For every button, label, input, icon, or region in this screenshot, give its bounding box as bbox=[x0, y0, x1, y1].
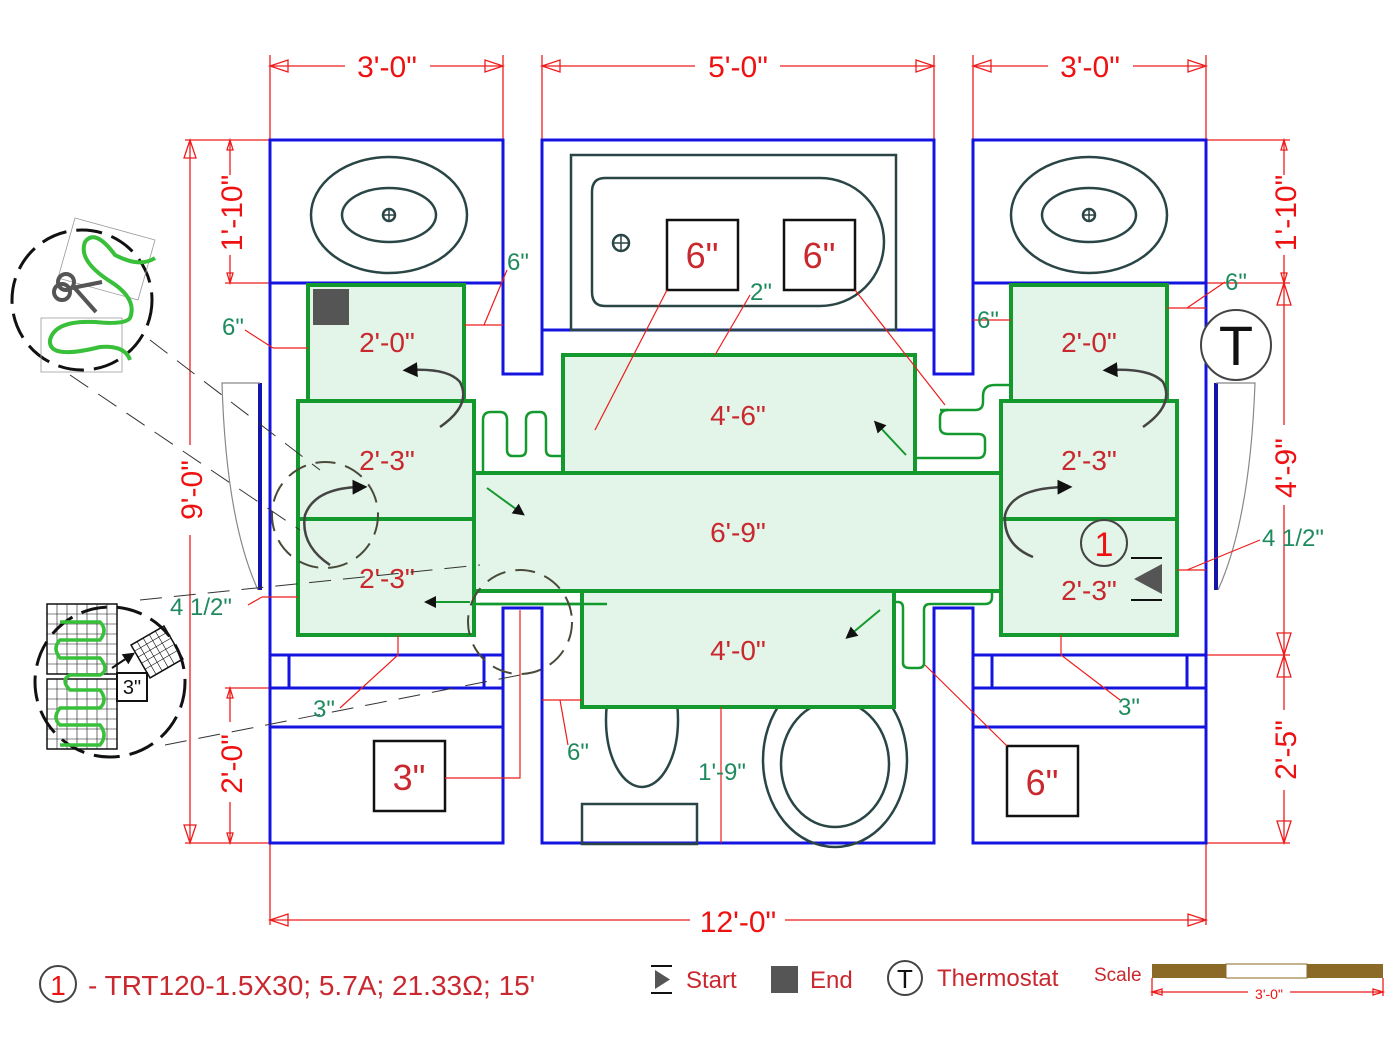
legend-circuit-number: 1 bbox=[50, 970, 66, 1001]
mat-left-bot bbox=[296, 517, 476, 637]
right-dimensions: 1'-10" 4'-9" 2'-5" bbox=[1206, 137, 1303, 846]
dim-top-right: 3'-0" bbox=[1060, 51, 1120, 84]
mat-label: 4'-6" bbox=[710, 400, 766, 431]
bottom-dimension: 12'-0" bbox=[267, 843, 1209, 939]
detail-turn-label: 3" bbox=[123, 677, 141, 699]
mat-label: 4'-0" bbox=[710, 635, 766, 666]
dim-top-left: 3'-0" bbox=[357, 51, 417, 84]
legend-start-label: Start bbox=[686, 967, 737, 994]
legend-scale-label: Scale bbox=[1094, 965, 1142, 986]
gap-label: 6" bbox=[1225, 269, 1247, 296]
legend-thermostat-icon bbox=[887, 960, 923, 996]
scissors-icon bbox=[52, 272, 103, 314]
mat-label: 2'-0" bbox=[1061, 327, 1117, 358]
dim-right-middle: 4'-9" bbox=[1270, 438, 1303, 498]
flow-arrows bbox=[303, 362, 1168, 639]
legend-start-icon bbox=[651, 965, 672, 994]
thermostat-symbol: T bbox=[1219, 314, 1253, 377]
callout-tub-left: 6" bbox=[686, 235, 719, 276]
fixtures bbox=[309, 153, 1169, 849]
gap-label: 4 1/2" bbox=[1262, 525, 1324, 552]
detail-leader-lines bbox=[69, 339, 521, 746]
clearance-labels: 6" 6" 2" 6" 6" 4 1/2" 4 1/2" 3" 3" 6" 1'… bbox=[170, 249, 1324, 843]
dim-left-total: 9'-0" bbox=[176, 460, 209, 520]
callout-left-vanity: 3" bbox=[393, 757, 426, 798]
mat-center-top bbox=[561, 353, 917, 475]
thermostat-icon bbox=[1200, 309, 1272, 381]
dim-right-upper: 1'-10" bbox=[1270, 175, 1303, 251]
mat-label: 6'-9" bbox=[710, 517, 766, 548]
mat-label: 2'-3" bbox=[1061, 445, 1117, 476]
detail-ref-circle bbox=[467, 569, 573, 675]
dim-right-lower: 2'-5" bbox=[1270, 720, 1303, 780]
mat-right-mid bbox=[999, 399, 1179, 521]
mat-label: 2'-0" bbox=[359, 327, 415, 358]
legend: 1 - TRT120-1.5X30; 5.7A; 21.33Ω; 15' Sta… bbox=[39, 960, 1386, 1003]
callout-right-vanity: 6" bbox=[1026, 762, 1059, 803]
gap-label: 2" bbox=[750, 279, 772, 306]
legend-end-label: End bbox=[810, 967, 853, 994]
detail-cut-and-turn bbox=[10, 217, 157, 373]
gap-label: 4 1/2" bbox=[170, 594, 232, 621]
cut-callouts: 6" 6" 3" 6" bbox=[372, 218, 1080, 818]
legend-thermostat-label: Thermostat bbox=[937, 965, 1059, 992]
mat-label: 2'-3" bbox=[359, 563, 415, 594]
bathtub bbox=[569, 153, 898, 332]
legend-circuit-tag bbox=[39, 965, 77, 1003]
top-dimensions: 3'-0" 5'-0" 3'-0" bbox=[267, 50, 1209, 140]
gap-label: 3" bbox=[313, 696, 335, 723]
scale-bar: 3'-0" bbox=[1149, 963, 1386, 1002]
gap-label: 1'-9" bbox=[698, 759, 746, 786]
mat-center-bot bbox=[580, 589, 896, 709]
dim-left-upper: 1'-10" bbox=[216, 175, 249, 251]
sink-left bbox=[309, 155, 469, 275]
gap-label: 6" bbox=[567, 739, 589, 766]
dim-left-lower: 2'-0" bbox=[216, 734, 249, 794]
heating-mats bbox=[296, 283, 1179, 709]
legend-circuit-spec: - TRT120-1.5X30; 5.7A; 21.33Ω; 15' bbox=[88, 970, 535, 1001]
mat-right-top bbox=[1009, 283, 1169, 403]
circuit-tag bbox=[1080, 519, 1128, 567]
detail-mat-turn: 3" bbox=[33, 603, 187, 759]
scale-length: 3'-0" bbox=[1255, 986, 1283, 1002]
dim-bottom-total: 12'-0" bbox=[700, 906, 776, 939]
circuit-tag-number: 1 bbox=[1095, 526, 1114, 564]
gap-label: 6" bbox=[977, 307, 999, 334]
sink-right bbox=[1009, 155, 1169, 275]
mat-labels: 2'-0" 2'-3" 2'-3" 4'-6" 6'-9" 4'-0" 2'-0… bbox=[359, 327, 1117, 666]
mat-label: 2'-3" bbox=[1061, 575, 1117, 606]
detail-ref-circle bbox=[271, 461, 379, 569]
mat-label: 2'-3" bbox=[359, 445, 415, 476]
left-dimensions: 9'-0" 1'-10" 2'-0" bbox=[175, 137, 270, 846]
gap-label: 6" bbox=[222, 314, 244, 341]
gap-label: 6" bbox=[507, 249, 529, 276]
callout-tub-right: 6" bbox=[803, 235, 836, 276]
start-marker-icon bbox=[1131, 557, 1162, 601]
dim-top-center: 5'-0" bbox=[708, 51, 768, 84]
legend-thermostat-symbol: T bbox=[897, 964, 913, 994]
gap-label: 3" bbox=[1118, 694, 1140, 721]
end-marker-icon bbox=[313, 289, 349, 325]
legend-end-icon bbox=[771, 966, 798, 993]
